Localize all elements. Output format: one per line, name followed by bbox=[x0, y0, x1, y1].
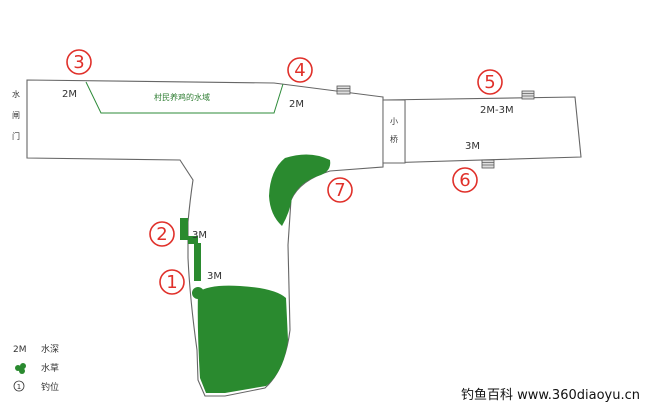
weed-icon bbox=[15, 363, 26, 374]
legend-depth-label: 水深 bbox=[41, 343, 59, 355]
step-icon bbox=[481, 159, 495, 169]
spot-1: 1 bbox=[159, 269, 185, 295]
depth-label-stem-upper: 3M bbox=[192, 230, 207, 241]
bridge-label-char: 桥 bbox=[390, 134, 398, 144]
weed-patch-stem bbox=[180, 218, 201, 281]
bridge-label-char: 小 bbox=[390, 117, 398, 126]
svg-text:2: 2 bbox=[156, 224, 167, 245]
gate-label-char: 门 bbox=[12, 131, 20, 141]
weed-patch-right bbox=[269, 154, 331, 226]
gate-label-char: 水 bbox=[12, 89, 20, 99]
water-outline bbox=[26, 79, 582, 397]
gate-label-char: 闸 bbox=[12, 111, 20, 120]
depth-label-center: 2M bbox=[289, 99, 304, 110]
svg-text:1: 1 bbox=[166, 272, 177, 293]
svg-text:6: 6 bbox=[459, 170, 470, 191]
legend-depth-sample: 2M bbox=[13, 345, 27, 355]
depth-label-right-top: 2M-3M bbox=[480, 105, 514, 116]
legend-weed-label: 水草 bbox=[41, 362, 59, 374]
step-icon bbox=[521, 90, 535, 100]
spot-4: 4 bbox=[287, 57, 313, 83]
legend: 2M 水深 水草 1 钓位 bbox=[13, 343, 59, 393]
svg-text:3: 3 bbox=[73, 52, 84, 73]
spot-7: 7 bbox=[327, 177, 353, 203]
legend-spot-sample: 1 bbox=[17, 383, 21, 391]
bridge bbox=[382, 99, 406, 164]
step-icon bbox=[336, 85, 351, 95]
depth-label-left: 2M bbox=[62, 89, 77, 100]
depth-label-right-bottom: 3M bbox=[465, 141, 480, 152]
spot-5: 5 bbox=[477, 69, 503, 95]
legend-spot-icon bbox=[13, 380, 25, 392]
weed-patch-large bbox=[192, 285, 288, 393]
chicken-pond-label: 村民养鸡的水域 bbox=[154, 92, 210, 102]
svg-text:4: 4 bbox=[294, 60, 305, 81]
legend-spot-label: 钓位 bbox=[41, 381, 59, 393]
watermark-text: 钓鱼百科 www.360diaoyu.cn bbox=[460, 388, 640, 403]
chicken-pond-outline bbox=[85, 81, 284, 114]
spot-6: 6 bbox=[452, 167, 478, 193]
svg-text:7: 7 bbox=[334, 180, 345, 201]
spot-2: 2 bbox=[149, 221, 175, 247]
depth-label-stem-lower: 3M bbox=[207, 271, 222, 282]
svg-text:5: 5 bbox=[484, 72, 495, 93]
spot-3: 3 bbox=[66, 49, 92, 75]
